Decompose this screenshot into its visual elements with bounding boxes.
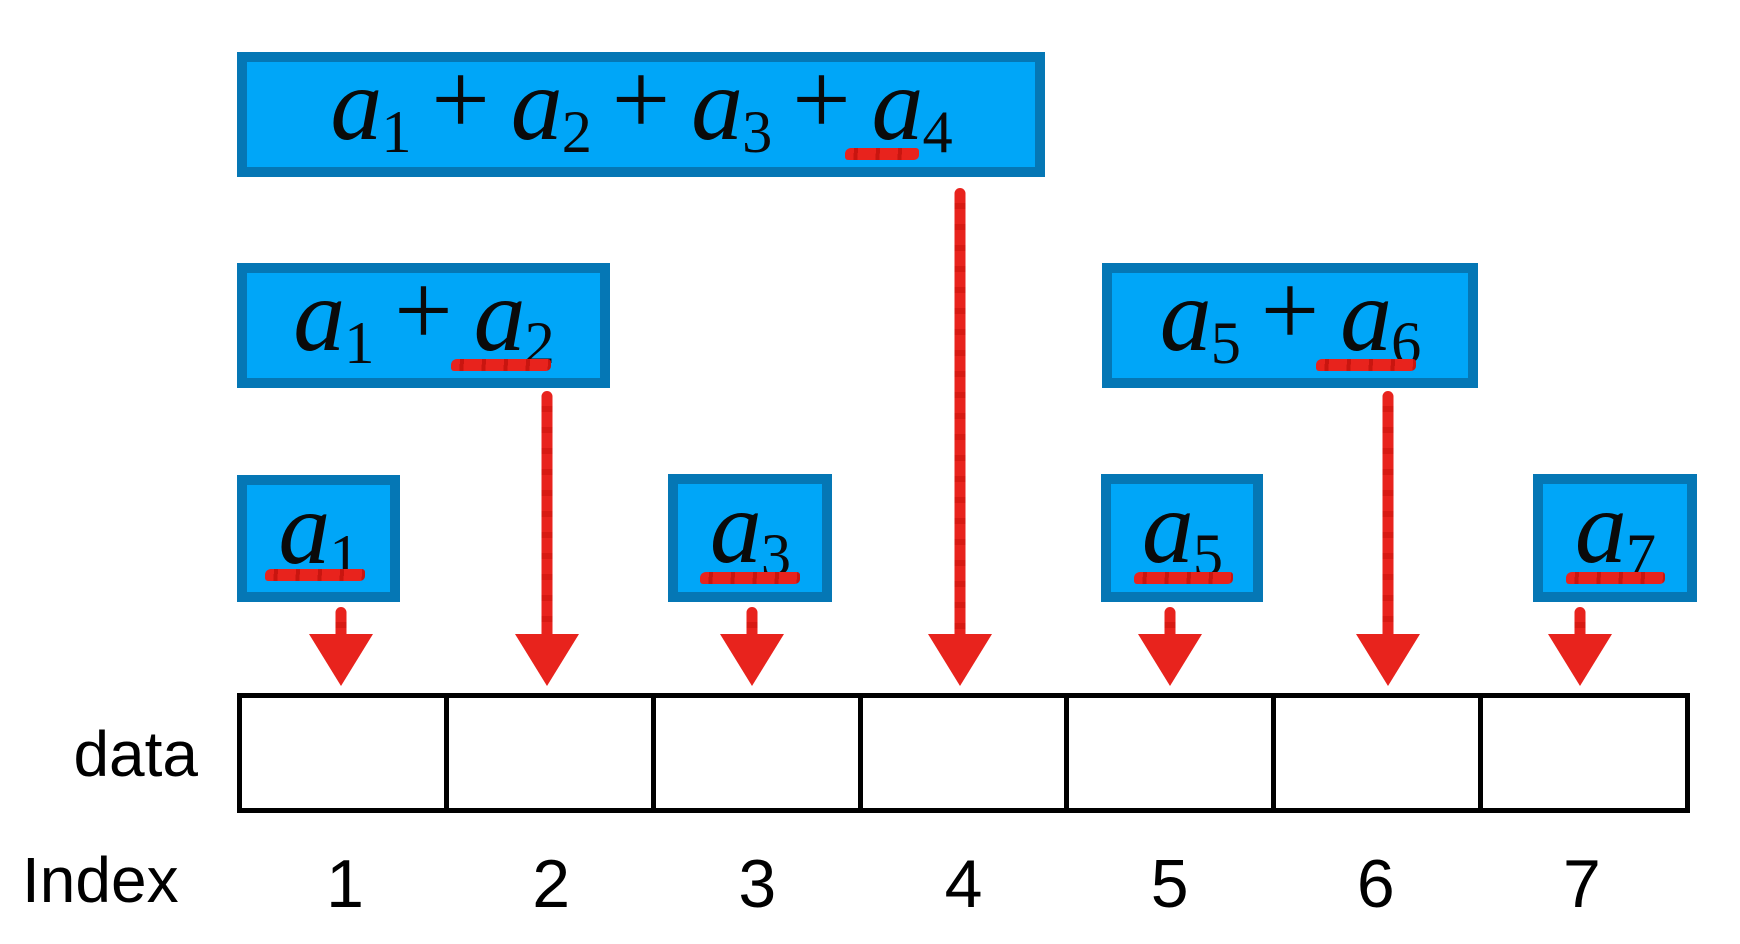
arrow-stem-to-cell-7 bbox=[1574, 607, 1586, 640]
plus-operator: + bbox=[1260, 253, 1320, 369]
array-cell-6 bbox=[1276, 698, 1484, 808]
red-underline-term-a3 bbox=[700, 572, 800, 584]
node-box-term-a5: a5 bbox=[1101, 474, 1263, 602]
index-label: Index bbox=[22, 844, 179, 916]
array-cell-2 bbox=[448, 698, 656, 808]
formula-term-a7: a7 bbox=[1574, 470, 1657, 600]
arrow-head-to-cell-4 bbox=[928, 634, 992, 686]
node-box-sum-a1-a2: a1+a2 bbox=[237, 257, 610, 388]
arrow-stem-to-cell-5 bbox=[1164, 607, 1176, 640]
arrow-head-to-cell-3 bbox=[720, 634, 784, 686]
arrow-stem-to-cell-3 bbox=[746, 607, 758, 640]
index-number-7: 7 bbox=[1563, 846, 1601, 922]
index-number-6: 6 bbox=[1356, 846, 1395, 922]
index-number-4: 4 bbox=[944, 846, 983, 922]
node-box-term-a7: a7 bbox=[1533, 474, 1697, 602]
array-cell-7 bbox=[1483, 698, 1686, 808]
plus-operator: + bbox=[431, 42, 490, 158]
data-label: data bbox=[73, 718, 198, 790]
formula-term-a1: a1 bbox=[278, 470, 360, 601]
index-number-5: 5 bbox=[1150, 846, 1189, 922]
array-cell-5 bbox=[1069, 698, 1277, 808]
variable-a1: a1 bbox=[330, 46, 412, 166]
red-underline-sum-a5-a6 bbox=[1316, 359, 1416, 371]
variable-a2: a2 bbox=[510, 46, 592, 166]
arrow-stem-to-cell-6 bbox=[1382, 391, 1394, 640]
plus-operator: + bbox=[394, 253, 453, 369]
node-box-term-a3: a3 bbox=[668, 474, 832, 602]
red-underline-term-a1 bbox=[265, 569, 365, 581]
red-underline-sum-a1-a4 bbox=[845, 148, 919, 160]
arrow-head-to-cell-1 bbox=[309, 634, 373, 686]
index-number-2: 2 bbox=[532, 846, 571, 922]
variable-a5: a5 bbox=[1141, 470, 1224, 590]
variable-a1: a1 bbox=[278, 470, 360, 590]
formula-sum-a1-a2: a1+a2 bbox=[293, 257, 555, 388]
variable-a5: a5 bbox=[1159, 257, 1241, 377]
formula-sum-a5-a6: a5+a6 bbox=[1159, 257, 1422, 388]
arrow-head-to-cell-6 bbox=[1356, 634, 1420, 686]
node-box-sum-a5-a6: a5+a6 bbox=[1102, 257, 1478, 388]
plus-operator: + bbox=[611, 42, 671, 158]
variable-a1: a1 bbox=[293, 257, 375, 377]
arrow-stem-to-cell-2 bbox=[541, 391, 553, 640]
variable-a4: a4 bbox=[871, 46, 953, 166]
arrow-head-to-cell-7 bbox=[1548, 634, 1612, 686]
formula-sum-a1-a4: a1+a2+a3+a4 bbox=[330, 46, 953, 177]
variable-a6: a6 bbox=[1340, 257, 1422, 377]
arrow-head-to-cell-2 bbox=[515, 634, 579, 686]
red-underline-term-a7 bbox=[1566, 572, 1665, 584]
plus-operator: + bbox=[792, 42, 851, 158]
red-underline-term-a5 bbox=[1134, 572, 1233, 584]
array-cell-3 bbox=[655, 698, 863, 808]
variable-a7: a7 bbox=[1574, 470, 1657, 590]
arrow-stem-to-cell-4 bbox=[954, 188, 966, 640]
arrow-stem-to-cell-1 bbox=[335, 607, 347, 640]
arrow-head-to-cell-5 bbox=[1138, 634, 1202, 686]
variable-a3: a3 bbox=[709, 470, 792, 590]
array-cell-4 bbox=[862, 698, 1070, 808]
array-cell-1 bbox=[242, 698, 449, 808]
variable-a3: a3 bbox=[691, 46, 773, 166]
index-number-1: 1 bbox=[326, 846, 364, 922]
variable-a2: a2 bbox=[473, 257, 555, 377]
data-array bbox=[237, 693, 1690, 813]
node-box-term-a1: a1 bbox=[237, 475, 400, 602]
index-number-3: 3 bbox=[738, 846, 777, 922]
node-box-sum-a1-a4: a1+a2+a3+a4 bbox=[237, 46, 1045, 177]
red-underline-sum-a1-a2 bbox=[451, 359, 551, 371]
